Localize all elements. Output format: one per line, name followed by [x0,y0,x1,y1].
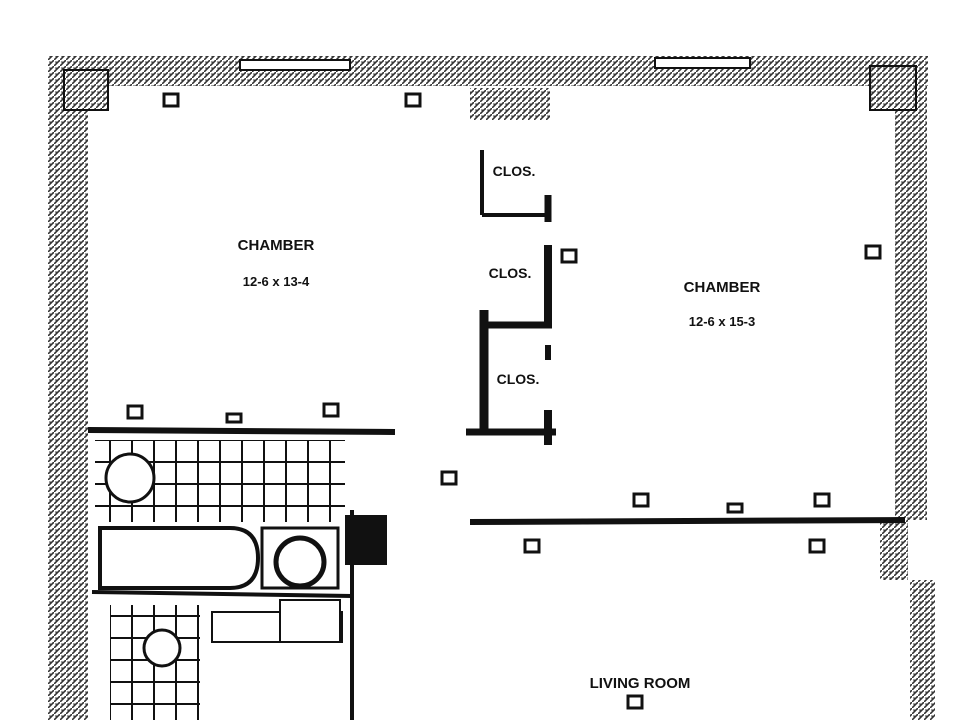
outlet-icon [864,244,882,260]
toilet-bowl [273,535,327,589]
chamber-east-name: CHAMBER [684,279,761,296]
outlet-icon [626,694,644,710]
wall-east-chamber-south [469,517,906,525]
wall-west-chamber-south [87,427,396,435]
window-north-1 [239,59,351,71]
bathroom [95,440,345,720]
sink-basin [104,452,156,504]
outlet-icon [808,538,826,554]
chamber-east-dims: 12-6 x 15-3 [689,314,756,329]
window-north-2 [654,57,751,69]
lower-cabinet [279,599,341,643]
outlet-icon [632,492,650,508]
outlet-icon [440,470,458,486]
clos-top-label: CLOS. [493,163,536,179]
outlet-icon [404,92,422,108]
outlet-icon [322,402,340,418]
chamber-west-dims: 12-6 x 13-4 [243,274,310,289]
living-room-name: LIVING ROOM [590,675,691,692]
east-wall-lower [910,580,935,720]
clos-middle-label: CLOS. [489,265,532,281]
corner-block-ne [869,65,917,111]
outlet-icon [813,492,831,508]
corner-block-nw [63,69,109,111]
lower-sink [142,628,182,668]
east-pier [880,520,908,580]
outlet-icon [523,538,541,554]
exterior-walls [48,56,935,720]
outlet-icon [225,412,243,424]
vent-shaft [345,515,387,565]
interior-walls [87,150,906,720]
clos-lower-label: CLOS. [497,371,540,387]
bath-divider [91,590,353,598]
outlets [126,92,882,710]
outlet-icon [560,248,578,264]
east-wall-upper [895,60,927,520]
bathtub [98,526,261,590]
outlet-icon [726,502,744,514]
north-wall [48,56,928,86]
chamber-west-name: CHAMBER [238,237,315,254]
west-wall [48,56,88,720]
outlet-icon [162,92,180,108]
outlet-icon [126,404,144,420]
chimney-block [470,88,550,120]
